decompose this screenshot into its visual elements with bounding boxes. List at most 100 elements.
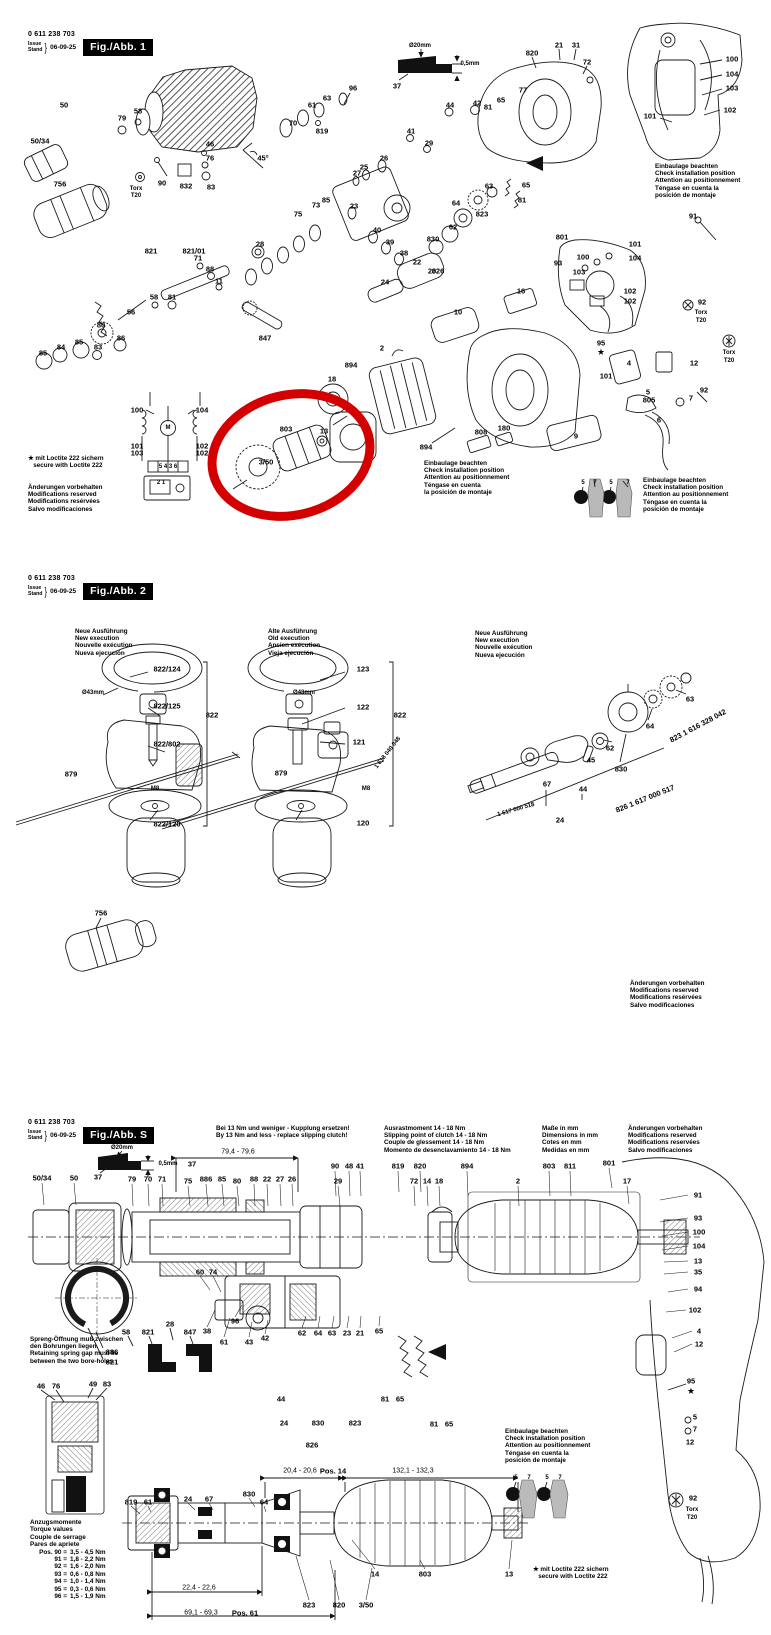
note-loctite-figS: ★ mit Loctite 222 sichern secure with Lo…	[533, 1566, 609, 1580]
note-line: Momento de desenclavamiento 14 - 18 Nm	[384, 1146, 511, 1154]
note-line: Neue Ausführung	[475, 630, 528, 637]
note-line: Medidas en mm	[542, 1146, 590, 1154]
torque-row: 96 =1,5 - 1,9 Nm	[54, 1593, 106, 1601]
torx-icon	[722, 334, 736, 348]
torque-row: 94 =1,0 - 1,4 Nm	[54, 1578, 106, 1586]
brace: }	[44, 585, 48, 598]
fig2-title-box: Fig./Abb. 2	[83, 583, 154, 600]
torque-row: 91 =1,8 - 2,2 Nm	[54, 1556, 106, 1564]
note-line: la posición de montaje	[424, 488, 492, 496]
note-line: Téngase en cuenta la	[505, 1449, 569, 1457]
note-line: Modifications reserved	[630, 987, 699, 995]
note-line: den Bohrungen liegen.	[30, 1343, 99, 1351]
note-line: Alte Ausführung	[268, 628, 318, 635]
note-line: Téngase en cuenta	[424, 481, 481, 489]
note-line: By 13 Nm and less - replace slipping clu…	[216, 1132, 348, 1140]
note-line: Änderungen vorbehalten	[628, 1125, 703, 1132]
note-line: Ausrastmoment 14 - 18 Nm	[384, 1125, 466, 1132]
note-clutch-replace: Bei 13 Nm und weniger - Kupplung ersetze…	[216, 1125, 350, 1139]
note-line: ★ mit Loctite 222 sichern	[533, 1566, 609, 1573]
note-line: Retaining spring gap must lie	[30, 1350, 119, 1358]
part-number: 0 611 238 703	[28, 31, 75, 38]
note-line: Nueva ejecución	[475, 651, 525, 659]
highlight-armature-annotation	[207, 389, 375, 521]
note-line: Modifications resérvées	[630, 994, 702, 1002]
note-line: Änderungen vorbehalten	[28, 484, 103, 491]
torque-row: 92 =1,6 - 2,0 Nm	[54, 1563, 106, 1571]
fig1-title-box: Fig./Abb. 1	[83, 39, 154, 56]
note-line: Dimensions in mm	[542, 1132, 598, 1140]
torx-icon	[668, 1492, 684, 1508]
note-line: posición de montaje	[505, 1456, 566, 1464]
note-line: Attention au positionnement	[655, 177, 741, 185]
figS-artwork	[28, 1150, 765, 1620]
note-line: Maße in mm	[542, 1125, 579, 1132]
torque-row: 95 =0,3 - 0,6 Nm	[54, 1585, 106, 1593]
torque-row: 93 =0,6 - 0,8 Nm	[54, 1570, 106, 1578]
note-line: Nouvelle exécution	[475, 644, 533, 652]
note-line: Old execution	[268, 635, 310, 643]
torque-row: Pos. 90 =3,5 - 4,5 Nm	[39, 1548, 106, 1556]
note-line: secure with Loctite 222	[28, 462, 103, 470]
note-line: Slipping point of clutch 14 - 18 Nm	[384, 1132, 488, 1140]
note-line: Einbaulage beachten	[505, 1428, 568, 1435]
note-line: Modifications reserved	[628, 1132, 697, 1140]
note-line: New execution	[475, 637, 520, 645]
note-line: Check installation position	[505, 1435, 586, 1443]
note-line: Spreng-Öffnung muß zwischen	[30, 1336, 124, 1343]
note-line: Neue Ausführung	[75, 628, 128, 635]
issue-date: 06-09-25	[50, 1132, 77, 1139]
torque-title-line: Couple de serrage	[30, 1533, 86, 1541]
note-line: Einbaulage beachten	[643, 477, 706, 484]
note-line: Modifications reservées	[628, 1139, 700, 1147]
note-line: Attention au positionnement	[643, 491, 729, 499]
note-line: Cotes en mm	[542, 1139, 582, 1147]
note-line: secure with Loctite 222	[533, 1573, 608, 1581]
note-line: Téngase en cuenta la	[643, 498, 707, 506]
brace: }	[44, 1129, 48, 1142]
note-loctite-fig1: ★ mit Loctite 222 sichern secure with Lo…	[28, 455, 104, 469]
part-number: 0 611 238 703	[28, 575, 75, 582]
note-line: Check installation position	[643, 484, 724, 492]
issue-date: 06-09-25	[50, 588, 77, 595]
torque-title-line: Pares de apriete	[30, 1541, 80, 1549]
note-line: Couple de glessement 14 - 18 Nm	[384, 1139, 485, 1147]
note-line: Modifications reserved	[28, 491, 97, 499]
note-line: Attention au positionnement	[424, 474, 510, 482]
issue-date: 06-09-25	[50, 44, 77, 51]
torque-title-line: Anzugsmomente	[30, 1519, 82, 1526]
note-line: Nouvelle exécution	[75, 642, 133, 650]
note-line: posición de montaje	[655, 191, 716, 199]
note-line: Einbaulage beachten	[424, 460, 487, 467]
note-line: Nueva ejecución	[75, 649, 125, 657]
note-line: Salvo modificaciones	[28, 505, 93, 513]
note-line: Ancien exécution	[268, 642, 321, 650]
note-line: posición de montaje	[643, 505, 704, 513]
torque-title-line: Torque values	[30, 1526, 73, 1534]
install-direction-arrow-icon	[526, 156, 543, 171]
note-line: New execution	[75, 635, 120, 643]
fig1-artwork	[23, 22, 743, 521]
figS-title-box: Fig./Abb. S	[83, 1127, 155, 1144]
note-line: Attention au positionnement	[505, 1442, 591, 1450]
